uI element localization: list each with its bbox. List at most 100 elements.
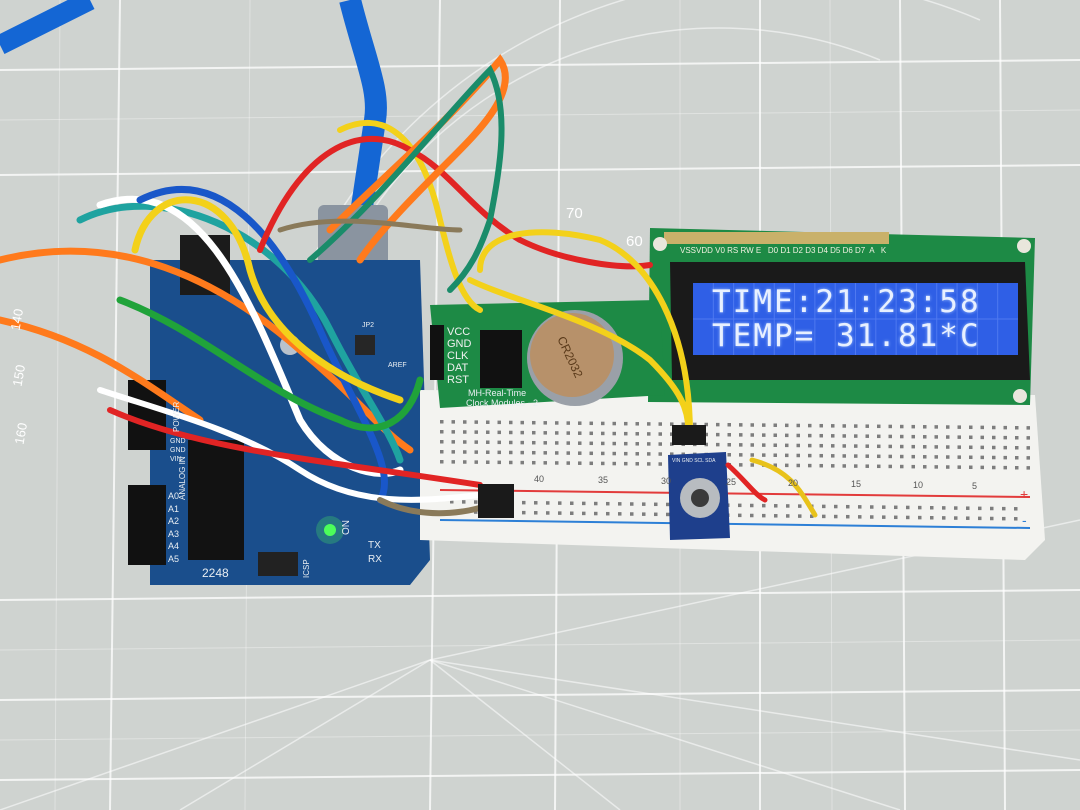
- rail-hole: [462, 500, 466, 504]
- breadboard-hole: [854, 454, 858, 458]
- breadboard-hole: [555, 461, 559, 465]
- breadboard-hole: [934, 425, 938, 429]
- breadboard-hole: [900, 454, 904, 459]
- breadboard: [420, 390, 1045, 560]
- breadboard-hole: [946, 425, 950, 429]
- analog-header-strip: [128, 485, 166, 565]
- breadboard-hole: [463, 430, 467, 434]
- breadboard-hole: [934, 435, 938, 439]
- breadboard-hole: [969, 435, 973, 440]
- usb-cable-tail: [0, 0, 95, 54]
- pin-gnd-1: GND: [170, 438, 186, 445]
- rail-hole: [558, 511, 562, 515]
- breadboard-hole: [543, 431, 547, 435]
- breadboard-hole: [773, 443, 777, 447]
- breadboard-hole: [854, 444, 858, 448]
- lcd-line-2: TEMP= 31.81*C: [712, 318, 981, 354]
- breadboard-hole: [888, 434, 892, 439]
- rtc-pin-dat: DAT: [447, 362, 469, 374]
- rail-hole: [858, 515, 862, 519]
- breadboard-hole: [543, 451, 547, 455]
- rail-hole: [1002, 506, 1006, 511]
- breadboard-hole: [762, 453, 766, 457]
- breadboard-hole: [704, 422, 708, 427]
- pin-gnd-2: GND: [170, 447, 186, 454]
- rail-hole: [774, 514, 778, 518]
- breadboard-hole: [888, 454, 892, 459]
- rail-hole: [642, 512, 646, 516]
- breadboard-hole: [1003, 455, 1007, 460]
- breadboard-hole: [739, 453, 743, 457]
- rtc-pin-labels: VCC GND CLK DAT RST: [447, 326, 471, 386]
- breadboard-hole: [980, 425, 984, 430]
- pin-a5: A5: [168, 553, 180, 564]
- breadboard-hole: [520, 460, 524, 465]
- rail-hole: [786, 514, 790, 518]
- breadboard-hole: [555, 421, 559, 425]
- breadboard-hole: [612, 451, 616, 456]
- breadboard-hole: [877, 434, 881, 439]
- breadboard-hole: [578, 421, 582, 425]
- bb-col-10: 10: [913, 480, 924, 490]
- breadboard-hole: [911, 444, 915, 449]
- breadboard-hole: [750, 463, 754, 467]
- breadboard-hole: [739, 423, 743, 427]
- breadboard-hole: [1026, 446, 1030, 450]
- breadboard-hole: [808, 433, 812, 438]
- breadboard-hole: [670, 432, 674, 436]
- breadboard-hole: [923, 465, 927, 469]
- breadboard-hole: [555, 431, 559, 435]
- rtc-pin-clk: CLK: [447, 350, 469, 362]
- breadboard-hole: [635, 452, 639, 456]
- rail-hole: [870, 505, 874, 509]
- breadboard-hole: [532, 430, 536, 435]
- breadboard-hole: [957, 445, 961, 449]
- breadboard-hole: [842, 434, 846, 438]
- breadboard-hole: [578, 451, 582, 455]
- lcd-character-grid: [693, 283, 1018, 355]
- rail-hole: [546, 501, 550, 505]
- breadboard-hole: [831, 464, 835, 468]
- breadboard-hole: [900, 424, 904, 429]
- breadboard-hole: [601, 421, 605, 426]
- chip-number: 2248: [202, 566, 229, 580]
- breadboard-hole: [520, 440, 524, 445]
- rail-hole: [750, 503, 754, 508]
- breadboard-hole: [762, 443, 766, 447]
- breadboard-hole: [543, 461, 547, 465]
- rail-hole: [810, 514, 814, 518]
- breadboard-hole: [969, 465, 973, 470]
- breadboard-hole: [451, 460, 455, 464]
- rail-hole: [762, 513, 766, 518]
- rail-hole: [942, 506, 946, 510]
- breadboard-hole: [486, 450, 490, 454]
- breadboard-hole: [647, 462, 651, 466]
- breadboard-hole: [900, 434, 904, 439]
- pin-a3: A3: [168, 528, 180, 539]
- breadboard-hole: [796, 453, 800, 458]
- tx-label: TX: [368, 540, 381, 551]
- breadboard-hole: [589, 431, 593, 436]
- rail-hole: [1014, 517, 1018, 521]
- breadboard-hole: [612, 461, 616, 466]
- breadboard-hole: [819, 443, 823, 448]
- rtc-pin-vcc: VCC: [447, 326, 471, 338]
- icsp-header: [258, 552, 298, 576]
- breadboard-hole: [1003, 435, 1007, 440]
- breadboard-hole: [566, 431, 570, 435]
- rail-hole: [582, 511, 586, 516]
- breadboard-hole: [509, 450, 513, 455]
- breadboard-hole: [486, 430, 490, 434]
- rail-hole: [954, 506, 958, 510]
- rail-hole: [786, 504, 790, 508]
- rail-hole: [618, 512, 622, 516]
- atmega-chip: [188, 440, 244, 560]
- breadboard-hole: [670, 422, 674, 426]
- breadboard-hole: [566, 421, 570, 425]
- rail-hole: [630, 502, 634, 506]
- breadboard-hole: [946, 445, 950, 449]
- rail-hole: [594, 511, 598, 516]
- breadboard-hole: [992, 445, 996, 450]
- breadboard-hole: [934, 455, 938, 459]
